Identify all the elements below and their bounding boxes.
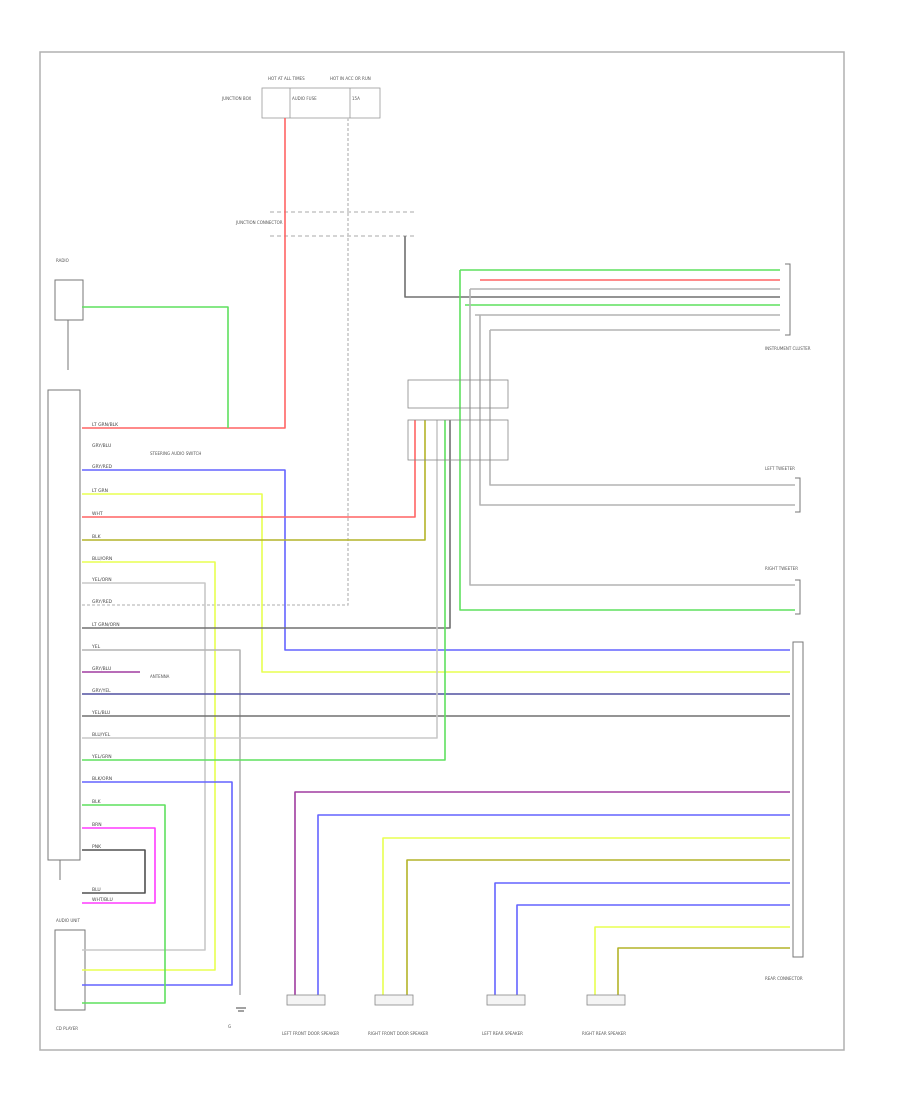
cd-player-label: CD PLAYER xyxy=(56,1026,78,1031)
wire-code-label: GRY/RED xyxy=(92,464,113,470)
wire-code-labels: LT GRN/BLK GRY/BLU GRY/RED LT GRN WHT BLK BLU/… xyxy=(91,422,120,903)
wire-blue-2 xyxy=(82,781,233,986)
wire-code-label: BLU/YEL xyxy=(92,732,111,738)
wire-spk-blue-2 xyxy=(494,882,790,995)
wire-gray-3 xyxy=(82,649,241,995)
wire-code-label: GRY/RED xyxy=(92,599,113,605)
wire-black-1 xyxy=(82,420,451,629)
wire-code-label: WHT/BLU xyxy=(92,897,113,903)
wire-code-label: BLU xyxy=(92,887,101,893)
wire-gray-cluster xyxy=(404,236,780,298)
wire-spk-yellow-1 xyxy=(382,837,790,995)
wire-code-label: BLU/ORN xyxy=(92,556,112,562)
ground-symbol xyxy=(236,1007,246,1012)
fuse-block xyxy=(261,87,381,119)
wire-code-label: YEL/BLU xyxy=(91,710,110,716)
wire-code-label: PNK xyxy=(92,844,102,850)
wire-spk-purple xyxy=(294,791,790,995)
junction-box-label: JUNCTION BOX xyxy=(221,96,251,101)
wire-code-label: BLK xyxy=(92,534,102,540)
wire-spk-blue xyxy=(317,814,790,995)
wire-code-label: BLK xyxy=(92,799,102,805)
fuse-rating-label: 15A xyxy=(352,96,360,101)
wire-magenta-1 xyxy=(82,827,156,904)
left-tweeter-label: LEFT TWEETER xyxy=(765,466,795,471)
wire-gray-4 xyxy=(82,420,438,739)
wire-spk-blue-3 xyxy=(516,904,790,995)
wire-green-3 xyxy=(82,804,166,1004)
wire-red-power xyxy=(82,118,286,429)
steering-switch-label: STEERING AUDIO SWITCH xyxy=(150,451,201,456)
instrument-cluster-label: INSTRUMENT CLUSTER xyxy=(765,346,811,351)
speaker-right-front xyxy=(374,994,414,1006)
audio-unit-box xyxy=(47,279,86,1011)
wire-yellow-1 xyxy=(82,493,790,673)
hot-in-acc-label: HOT IN ACC OR RUN xyxy=(330,76,371,81)
diagram-border xyxy=(39,51,845,1051)
wire-code-label: GRY/BLU xyxy=(92,666,111,672)
speaker-left-rear xyxy=(486,994,526,1006)
wire-blue-1 xyxy=(82,469,790,651)
right-tweeter-label: RIGHT TWEETER xyxy=(765,566,798,571)
antenna-label: ANTENNA xyxy=(150,674,170,679)
wire-jc-gray-1 xyxy=(469,289,795,586)
speakers xyxy=(286,994,626,1006)
junction-connector-label: JUNCTION CONNECTOR xyxy=(235,220,283,225)
wire-code-label: YEL xyxy=(91,644,101,650)
wire-green-radio xyxy=(82,306,229,428)
wire-black-2 xyxy=(82,849,146,894)
audio-fuse-label: AUDIO FUSE xyxy=(292,96,317,101)
rear-connector-label: REAR CONNECTOR xyxy=(765,976,803,981)
speaker-right-rear xyxy=(586,994,626,1006)
wire-code-label: BLK/ORN xyxy=(92,776,112,782)
wire-code-label: LT GRN/BLK xyxy=(92,422,119,428)
wire-code-label: LT GRN/ORN xyxy=(92,622,120,628)
wire-code-label: YEL/GRN xyxy=(91,754,112,760)
wire-jc-green-1 xyxy=(459,270,795,611)
wire-yellow-2 xyxy=(82,561,216,971)
wire-spk-olive-2 xyxy=(617,947,790,995)
wire-jc-gray-3 xyxy=(479,315,795,506)
wire-code-label: GRY/BLU xyxy=(92,443,111,449)
wire-spk-yellow-2 xyxy=(594,926,790,995)
audio-unit-label: AUDIO UNIT xyxy=(56,918,80,923)
wire-code-label: BRN xyxy=(92,822,102,828)
wire-code-label: YEL/ORN xyxy=(91,577,112,583)
right-rear-speaker-label: RIGHT REAR SPEAKER xyxy=(582,1031,626,1036)
wire-jc-gray-2 xyxy=(489,330,795,486)
ground-label: G xyxy=(228,1024,231,1029)
left-rear-speaker-label: LEFT REAR SPEAKER xyxy=(482,1031,523,1036)
wire-code-label: GRY/YEL xyxy=(92,688,111,694)
right-brackets xyxy=(785,263,804,958)
speaker-left-front xyxy=(286,994,326,1006)
left-front-speaker-label: LEFT FRONT DOOR SPEAKER xyxy=(282,1031,339,1036)
wire-gray-2 xyxy=(82,582,206,951)
wire-red-2 xyxy=(82,420,416,518)
hot-at-all-times-label: HOT AT ALL TIMES xyxy=(268,76,305,81)
wire-code-label: LT GRN xyxy=(92,488,108,494)
junction-pin-block xyxy=(407,379,509,461)
wire-olive-1 xyxy=(82,420,426,541)
radio-label: RADIO xyxy=(56,258,69,263)
wire-code-label: WHT xyxy=(92,511,103,517)
wire-gray-acc xyxy=(82,118,349,606)
wire-green-2 xyxy=(82,420,446,761)
wire-spk-olive-1 xyxy=(406,859,790,995)
right-front-speaker-label: RIGHT FRONT DOOR SPEAKER xyxy=(368,1031,429,1036)
